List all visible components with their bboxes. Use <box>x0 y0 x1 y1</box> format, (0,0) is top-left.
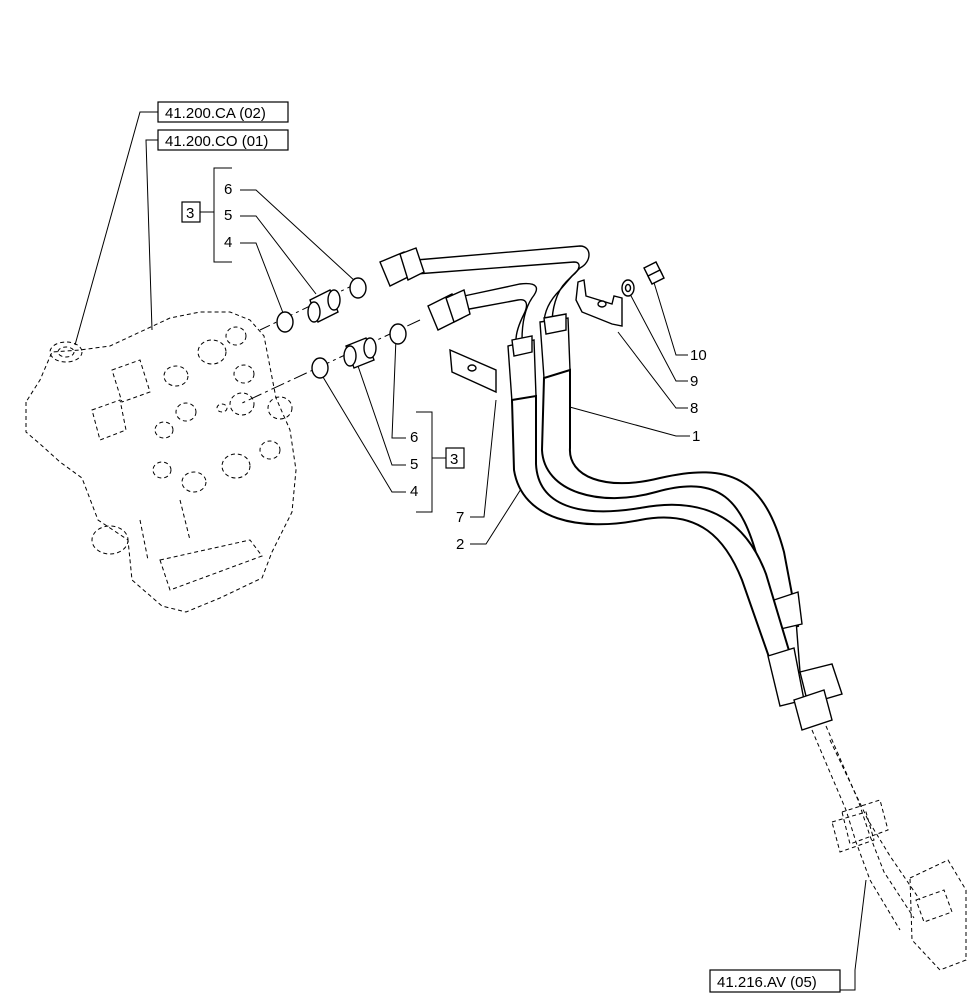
svg-text:8: 8 <box>690 400 698 417</box>
callout-6-upper[interactable]: 6 <box>224 181 232 198</box>
callout-9[interactable]: 9 <box>629 293 698 390</box>
reference-box-bottom[interactable]: 41.216.AV (05) <box>709 969 841 993</box>
reference-label: 41.200.CO (01) <box>165 133 268 150</box>
o-ring-upper-6[interactable] <box>349 277 367 299</box>
group-lower: 3 6 5 4 <box>319 337 465 513</box>
svg-text:1: 1 <box>692 428 700 445</box>
callout-1[interactable]: 1 <box>565 405 700 445</box>
callout-5-upper[interactable]: 5 <box>224 207 232 224</box>
adapter-fitting-upper-5[interactable] <box>307 289 341 323</box>
callout-8[interactable]: 8 <box>617 331 698 417</box>
screw-10[interactable] <box>643 261 665 285</box>
leader-line <box>840 970 856 991</box>
callout-6-lower[interactable]: 6 <box>410 429 418 446</box>
leader-line <box>74 111 158 346</box>
group-box[interactable] <box>445 447 465 469</box>
callout-4-lower[interactable]: 4 <box>410 483 418 500</box>
reference-label: 41.216.AV (05) <box>717 974 817 991</box>
svg-text:7: 7 <box>456 509 464 526</box>
group-upper: 3 6 5 4 <box>181 167 357 319</box>
adapter-fitting-lower-5[interactable] <box>343 337 377 369</box>
group-label: 3 <box>186 205 194 222</box>
hose-continuation <box>811 725 967 971</box>
o-ring-lower-4[interactable] <box>311 357 329 379</box>
callout-10[interactable]: 10 <box>651 275 707 364</box>
svg-text:10: 10 <box>690 347 707 364</box>
callout-4-upper[interactable]: 4 <box>224 234 232 251</box>
reference-box-top-1[interactable]: 41.200.CA (02) <box>157 101 289 123</box>
leader-line <box>145 139 158 331</box>
o-ring-lower-6[interactable] <box>389 323 407 345</box>
group-box[interactable] <box>181 201 201 223</box>
o-ring-upper-4[interactable] <box>276 311 294 333</box>
reference-label: 41.200.CA (02) <box>165 105 266 122</box>
reference-box-top-2[interactable]: 41.200.CO (01) <box>157 129 289 151</box>
callout-2[interactable]: 2 <box>456 477 529 553</box>
group-label: 3 <box>450 451 458 468</box>
washer-9[interactable] <box>621 279 635 297</box>
svg-text:9: 9 <box>690 373 698 390</box>
clamp-8[interactable] <box>575 279 623 327</box>
hose-pipe-2[interactable] <box>427 282 833 731</box>
leader-line <box>854 879 867 971</box>
steering-unit <box>25 311 297 613</box>
plate-7[interactable] <box>449 348 497 394</box>
callout-5-lower[interactable]: 5 <box>410 456 418 473</box>
callout-7[interactable]: 7 <box>456 399 497 526</box>
svg-text:2: 2 <box>456 536 464 553</box>
